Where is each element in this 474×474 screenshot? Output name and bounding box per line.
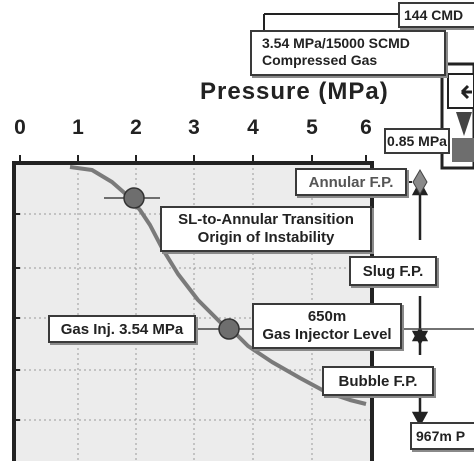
wellhead-pressure-label: 0.85 MPa bbox=[384, 128, 450, 154]
axis-tick-5: 5 bbox=[306, 116, 318, 139]
axis-tick-2: 2 bbox=[130, 116, 142, 139]
axis-title: Pressure (MPa) bbox=[200, 78, 389, 105]
injector-label: Gas Injector Level bbox=[262, 326, 392, 343]
slug-flow-pattern-label: Slug F.P. bbox=[349, 256, 437, 286]
compressed-gas-box: 3.54 MPa/15000 SCMD Compressed Gas bbox=[250, 30, 446, 76]
transition-annotation: SL-to-Annular Transition Origin of Insta… bbox=[160, 206, 372, 252]
injection-pressure-label: Gas Inj. 3.54 MPa bbox=[48, 315, 196, 343]
annular-diamond bbox=[412, 169, 428, 195]
transition-line1: SL-to-Annular Transition bbox=[178, 211, 354, 228]
injector-depth: 650m bbox=[307, 308, 347, 325]
injector-marker bbox=[218, 318, 240, 340]
bottom-depth-label: 967m P bbox=[410, 422, 474, 450]
rate-label: 144 CMD bbox=[398, 2, 474, 28]
axis-tick-4: 4 bbox=[247, 116, 259, 139]
transition-marker bbox=[123, 187, 145, 209]
axis-tick-0: 0 bbox=[14, 116, 26, 139]
pressure-profile-curve bbox=[69, 165, 367, 406]
bubble-flow-pattern-label: Bubble F.P. bbox=[322, 366, 434, 396]
axis-tick-3: 3 bbox=[188, 116, 200, 139]
axis-tick-6: 6 bbox=[360, 116, 372, 139]
axis-tick-1: 1 bbox=[72, 116, 84, 139]
transition-line2: Origin of Instability bbox=[197, 229, 335, 246]
annular-flow-pattern-label: Annular F.P. bbox=[295, 168, 407, 196]
inflow-arrow-icon bbox=[460, 84, 472, 100]
compressed-gas-line1: 3.54 MPa/15000 SCMD bbox=[262, 35, 410, 51]
wellhead-valve-icon bbox=[456, 112, 472, 136]
injector-level-annotation: 650m Gas Injector Level bbox=[252, 303, 402, 349]
compressed-gas-line2: Compressed Gas bbox=[262, 51, 378, 68]
